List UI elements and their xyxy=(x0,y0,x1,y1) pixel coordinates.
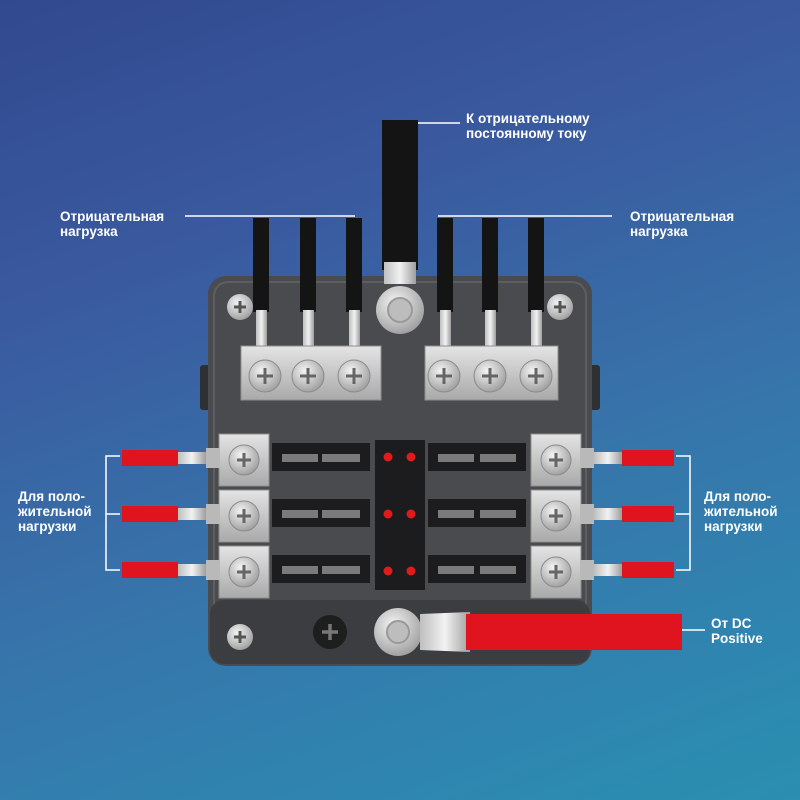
fuse-slot-2-right xyxy=(428,499,526,527)
fuse-slot-2-left xyxy=(272,499,370,527)
label-dc-negative: К отрицательному постоянному току xyxy=(466,111,590,141)
fuse-slots xyxy=(272,443,526,583)
positive-wire-left-1 xyxy=(122,448,220,468)
positive-wire-right-3 xyxy=(580,560,674,580)
led-indicators xyxy=(375,440,425,590)
side-terminals xyxy=(218,433,582,599)
dc-negative-cable xyxy=(376,120,424,334)
label-negative-load-left: Отрицательная нагрузка xyxy=(60,209,165,239)
fuse-slot-1-left xyxy=(272,443,370,471)
positive-wires-left xyxy=(122,448,220,580)
negative-wire-right-3 xyxy=(528,218,544,346)
negative-wire-left-3 xyxy=(346,218,362,346)
fuse-slot-3-left xyxy=(272,555,370,583)
fuse-slot-1-right xyxy=(428,443,526,471)
leader-positive-left xyxy=(105,455,120,571)
leader-lines xyxy=(105,122,705,631)
fuse-slot-3-right xyxy=(428,555,526,583)
label-negative-load-right: Отрицательная нагрузка xyxy=(630,209,735,239)
dc-positive-cable xyxy=(374,608,682,656)
negative-wire-right-2 xyxy=(482,218,498,346)
leader-positive-right xyxy=(676,455,691,571)
positive-wires-right xyxy=(580,448,674,580)
positive-wire-right-1 xyxy=(580,448,674,468)
negative-wire-left-1 xyxy=(253,218,269,346)
negative-wires xyxy=(253,218,544,346)
corner-screws xyxy=(227,294,573,650)
center-black-screw xyxy=(313,615,347,649)
negative-wire-left-2 xyxy=(300,218,316,346)
label-positive-load-left: Для поло- жительной нагрузки xyxy=(18,489,92,534)
positive-wire-left-3 xyxy=(122,560,220,580)
negative-bus-bars xyxy=(240,345,559,401)
negative-wire-right-1 xyxy=(437,218,453,346)
label-positive-load-right: Для поло- жительной нагрузки xyxy=(704,489,778,534)
positive-wire-right-2 xyxy=(580,504,674,524)
label-dc-positive: От DC Positive xyxy=(711,616,763,646)
positive-wire-left-2 xyxy=(122,504,220,524)
